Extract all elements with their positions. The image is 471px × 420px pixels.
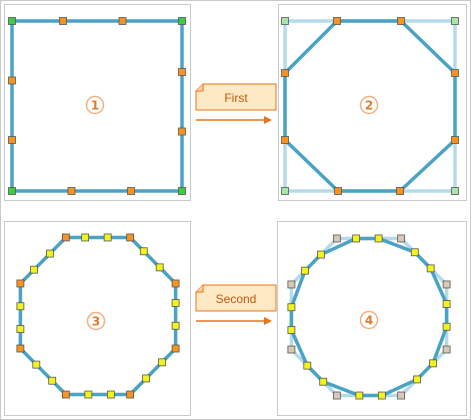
step-number: 4 [365,314,373,328]
vertex-marker [178,68,186,76]
vertex-marker [319,377,328,386]
vertex-marker [303,361,312,370]
vertex-marker [171,299,180,307]
step-badge-2: 2 [359,95,379,115]
vertex-marker [126,233,135,242]
vertex-marker [8,76,16,85]
vertex-marker [61,233,70,242]
vertex-marker [287,280,296,289]
vertex-marker [451,187,459,195]
vertex-marker [171,344,180,353]
vertex-marker [48,376,57,385]
panel-original-square [4,4,191,201]
vertex-marker [334,187,342,195]
vertex-marker [30,265,38,274]
vertex-marker [106,390,115,399]
vertex-marker [178,17,186,25]
vertex-marker [281,69,289,77]
vertex-marker [126,390,135,399]
vertex-marker [317,250,325,259]
vertex-marker [8,17,16,25]
vertex-marker [410,248,419,257]
vertex-marker [397,234,406,243]
vertex-marker [451,17,459,25]
step-number: 3 [92,315,100,329]
vertex-marker [127,187,135,195]
vertex-marker [8,136,16,144]
vertex-marker [332,391,341,400]
vertex-marker [16,279,25,288]
vertex-marker [355,391,364,400]
vertex-marker [103,233,112,242]
arrow-label: First [224,91,248,105]
vertex-marker [429,359,437,368]
step-badge-4: 4 [359,310,379,330]
panel-border [4,221,191,416]
note-fold [196,84,204,92]
vertex-marker [352,234,361,243]
arrow-label: Second [216,292,257,306]
vertex-marker [142,374,150,383]
vertex-marker [442,300,451,308]
vertex-marker [16,344,25,353]
note-fold [196,285,204,293]
vertex-marker [287,326,296,334]
panel-border [4,4,191,201]
vertex-marker [426,264,435,273]
vertex-marker [287,345,296,354]
vertex-marker [413,375,421,384]
vertex-marker [442,345,451,354]
vertex-marker [333,17,341,25]
panel-second-smoothing [277,221,467,416]
panel-border [277,221,467,416]
vertex-marker [374,234,383,243]
vertex-marker [139,247,148,256]
step-badge-3: 3 [86,311,106,331]
vertex-marker [281,136,289,144]
vertex-marker [155,263,164,272]
step-badge-1: 1 [85,95,105,115]
vertex-marker [178,127,186,136]
transition-second: Second [195,284,277,325]
step-number: 1 [91,99,99,113]
vertex-marker [451,136,459,144]
vertex-marker [332,234,341,243]
vertex-marker [397,17,405,25]
vertex-marker [377,391,386,400]
step-number: 2 [365,99,373,113]
arrow-head-icon [264,317,272,325]
vertex-marker [46,249,54,258]
vertex-marker [397,391,406,400]
vertex-marker [281,187,289,195]
panel-second-input [4,221,191,416]
vertex-marker [67,187,76,195]
vertex-marker [8,187,16,195]
panel-border [278,4,467,201]
arrow-head-icon [264,116,272,124]
vertex-marker [287,303,296,312]
vertex-marker [396,187,404,195]
vertex-marker [84,390,93,399]
vertex-marker [32,360,41,369]
vertex-marker [171,321,180,330]
vertex-marker [61,390,70,399]
vertex-marker [118,17,127,25]
vertex-marker [16,325,25,333]
transition-first: First [195,83,277,124]
vertex-marker [158,358,166,367]
vertex-marker [451,69,459,77]
vertex-marker [301,266,309,275]
vertex-marker [442,322,451,331]
vertex-marker [16,302,25,311]
panel-first-smoothing [278,4,467,201]
vertex-marker [442,280,451,289]
vertex-marker [59,17,67,25]
vertex-marker [171,279,180,288]
vertex-marker [178,187,186,195]
vertex-marker [81,233,90,242]
vertex-marker [281,17,289,25]
